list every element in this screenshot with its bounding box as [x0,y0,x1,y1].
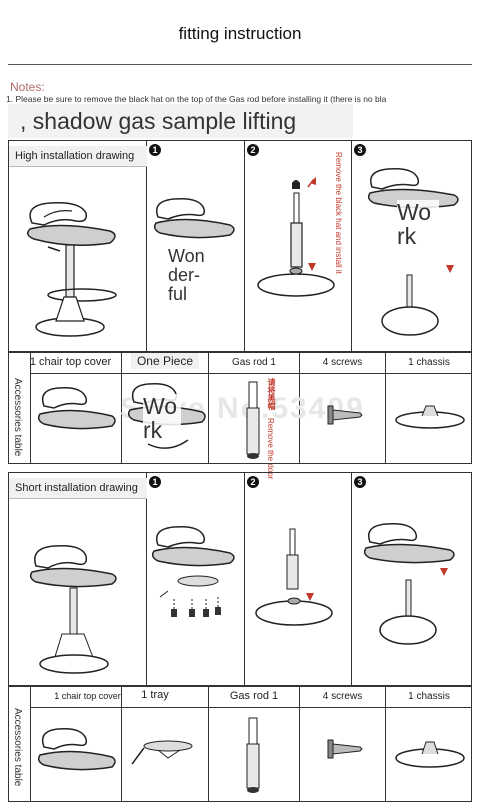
short-step-3-badge: 3 [354,476,366,488]
step-2-gasrod-drawing [257,177,335,297]
notes-label: Notes: [10,80,45,94]
acc-short-col-3 [299,686,300,802]
accessories-high-frame [8,352,472,464]
wm-work-2: rk [397,223,417,249]
acc-high-header-line [30,373,472,374]
work-watermark: Wo rk [397,200,439,248]
short-step-2-badge: 2 [247,476,259,488]
short-step-2-drawing [255,528,333,626]
step-1-seat-drawing [153,197,235,239]
short-divider-2 [244,472,245,686]
chinese-note: 请将黑帽 [267,378,276,410]
acc-high-item-5: 1 chassis [408,357,450,368]
acc-short-seat-icon [37,727,116,771]
acc-high-chassis-icon [395,405,465,429]
remove-hat-note: Remove the black hat and install it [334,152,343,274]
step-1-badge: 1 [149,144,161,156]
acc-high-item-3: Gas rod 1 [232,357,276,368]
accessories-short-frame [8,686,472,802]
acc-high-item-4: 4 screws [322,357,363,368]
accessories-high-side-label: Accessories table [12,378,23,457]
wm-line-1: Won [168,246,205,266]
acc-short-gasrod-icon [246,717,260,793]
remove-door-note: Remove the door [266,418,275,480]
short-step-1-badge: 1 [149,476,161,488]
short-divider-3 [351,472,352,686]
wm-line-3: ful [168,284,188,304]
short-install-frame [8,472,472,686]
accessories-short-side-label: Accessories table [12,708,23,787]
acc-work-watermark: Wo rk [143,394,181,442]
acc-high-col-3 [299,352,300,464]
high-divider-3 [351,140,352,352]
acc-short-screw-icon [327,739,363,759]
acc-short-col-0 [30,686,31,802]
acc-high-col-4 [385,352,386,464]
wonderful-watermark: Won der- ful [168,247,223,304]
acc-short-item-1: 1 chair top cover [54,691,121,701]
acc-short-header-line [30,707,472,708]
acc-short-item-4: 4 screws [322,691,363,702]
acc-high-col-1 [121,352,122,464]
acc-short-col-1 [121,686,122,802]
page-title: fitting instruction [178,24,302,43]
step-3-assembly-drawing [367,167,459,336]
acc-wm-1: Wo [143,393,178,419]
title-divider [8,64,472,65]
short-step-1-drawing [151,525,235,617]
short-step-3-drawing [363,522,455,645]
high-chair-drawing [27,201,117,337]
one-piece-tag: One Piece [130,353,200,369]
acc-high-col-2 [208,352,209,464]
acc-wm-2: rk [143,417,163,443]
high-divider-1 [146,140,147,352]
wm-line-2: der- [168,265,201,285]
acc-short-item-5: 1 chassis [408,691,450,702]
acc-high-item-1: 1 chair top cover [29,356,112,368]
high-install-frame [8,140,472,352]
overlay-banner: , shadow gas sample lifting [8,104,353,138]
acc-short-col-2 [208,686,209,802]
short-install-label: Short installation drawing [9,478,147,499]
short-divider-1 [146,472,147,686]
acc-high-seat-icon [37,386,116,430]
high-install-label: High installation drawing [9,146,147,167]
acc-high-screw-icon [327,405,363,425]
step-3-badge: 3 [354,144,366,156]
step-2-badge: 2 [247,144,259,156]
acc-short-col-4 [385,686,386,802]
wm-work-1: Wo [397,199,432,225]
acc-short-chassis-icon [395,741,465,768]
acc-high-col-0 [30,352,31,464]
short-chair-drawing [29,544,117,674]
acc-short-tray-icon [131,740,193,765]
high-divider-2 [244,140,245,352]
acc-high-item-2: One Piece [122,353,208,369]
note-line-1: 1. Please be sure to remove the black ha… [6,94,387,104]
acc-high-gasrod-icon [246,381,260,459]
acc-short-item-2: 1 tray [141,689,169,701]
acc-short-item-3: Gas rod 1 [229,690,279,702]
